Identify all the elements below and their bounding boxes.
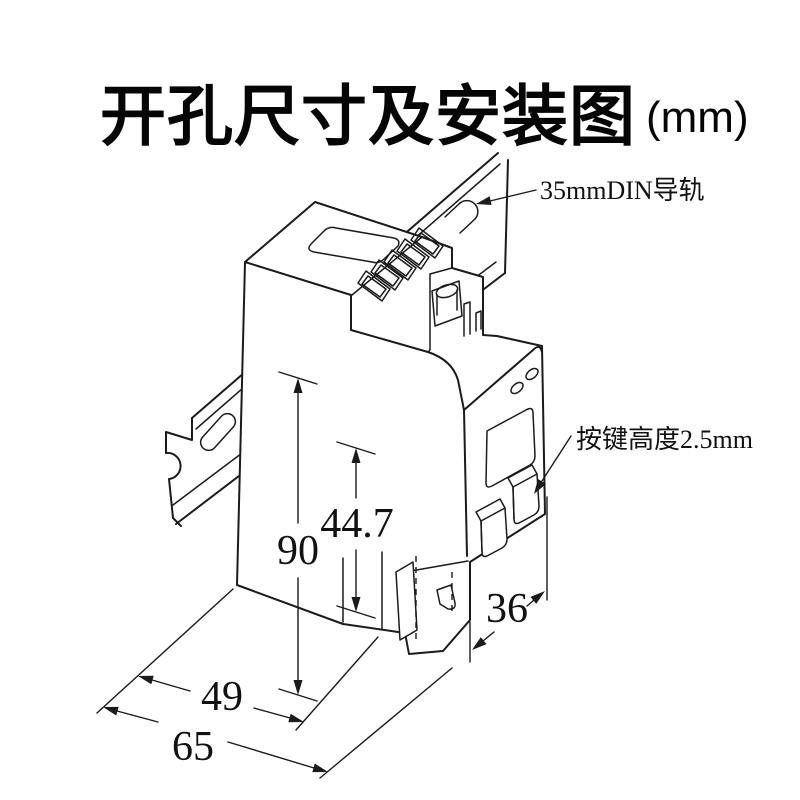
- dimension-36: 36: [469, 496, 548, 663]
- rail-callout: 35mmDIN导轨: [476, 176, 705, 205]
- clip-slider[interactable]: [395, 561, 418, 641]
- dim-height-total: 90: [277, 528, 319, 574]
- button-label: 按键高度2.5mm: [576, 425, 753, 454]
- top-label-recess: [308, 226, 400, 264]
- display-window: [485, 407, 536, 488]
- page-title: 开孔尺寸及安装图: [100, 79, 636, 153]
- button-callout: 按键高度2.5mm: [541, 425, 753, 482]
- dimension-44-7: 44.7: [320, 441, 394, 619]
- rail-clip-section: [342, 551, 469, 642]
- dim-depth-total: 65: [172, 724, 214, 770]
- dimension-49: 49: [96, 588, 379, 731]
- device-body: [236, 201, 546, 655]
- rail-label: 35mmDIN导轨: [540, 176, 705, 205]
- rail-slot-hole: [199, 412, 237, 452]
- dim-height-body: 44.7: [320, 501, 394, 547]
- title-unit: (mm): [646, 93, 749, 142]
- device-outline: [236, 201, 546, 655]
- seal-latch-section: [427, 267, 482, 353]
- terminal-slots: [357, 227, 444, 302]
- dim-depth-body: 49: [201, 674, 243, 720]
- led-indicator: [525, 367, 539, 381]
- dimension-65: 65: [103, 667, 453, 779]
- front-panel: [463, 346, 546, 558]
- led-indicator: [510, 381, 524, 395]
- button-arrow-tip: [534, 479, 546, 494]
- button-right[interactable]: [507, 464, 546, 525]
- dim-width: 36: [486, 586, 528, 632]
- button-left[interactable]: [475, 498, 508, 558]
- rail-slot-hole-right: [459, 199, 479, 220]
- dimension-90: 90: [277, 371, 319, 702]
